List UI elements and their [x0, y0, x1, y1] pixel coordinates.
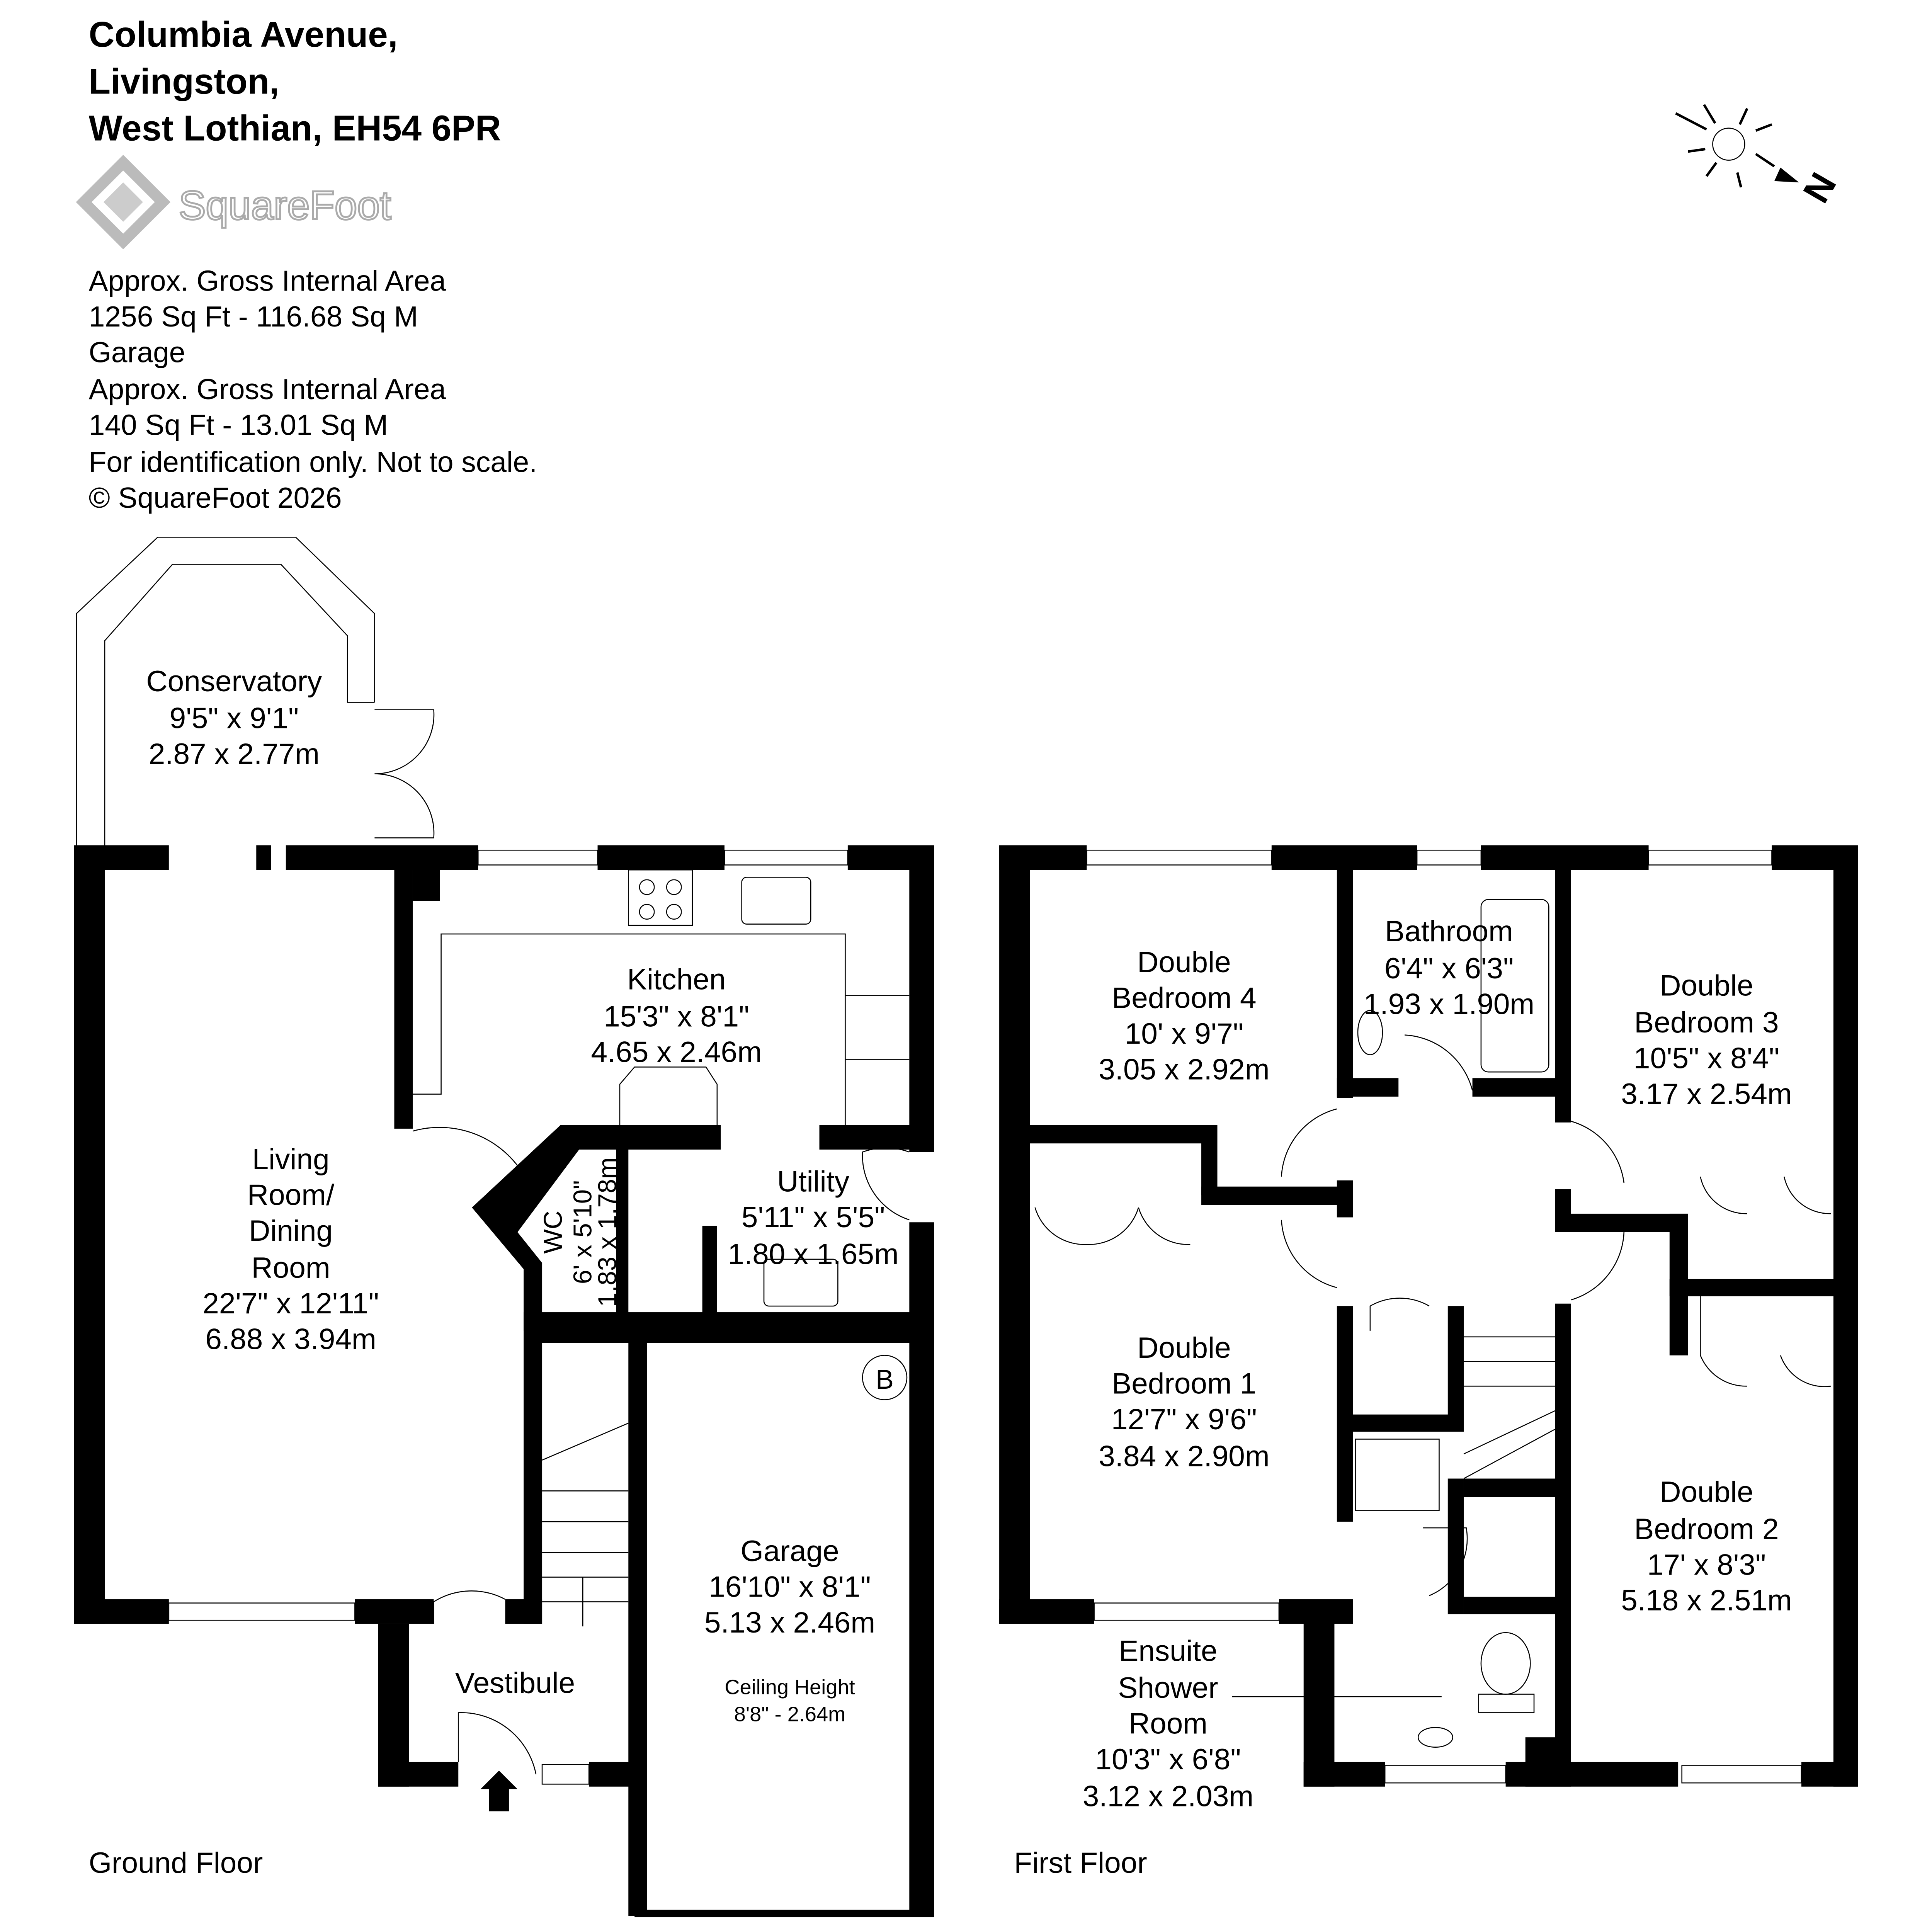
room-name: Utility [777, 1165, 850, 1198]
room-name: Bathroom [1385, 915, 1513, 948]
room-size-metric: 3.84 x 2.90m [1099, 1440, 1269, 1473]
room-name: Bedroom 3 [1634, 1006, 1779, 1039]
room-name: Living [252, 1143, 330, 1176]
room-name: Double [1660, 969, 1753, 1002]
room-size-imperial: 10' x 9'7" [1125, 1017, 1243, 1050]
first-floor-label: First Floor [1014, 1847, 1147, 1879]
room-name: Room/ [247, 1179, 335, 1212]
room-name: Vestibule [455, 1667, 575, 1699]
room-name: Bedroom 4 [1112, 981, 1256, 1014]
room-size-imperial: 10'3" x 6'8" [1095, 1743, 1241, 1776]
room-size-imperial: 15'3" x 8'1" [604, 1000, 749, 1033]
room-name: Garage [740, 1535, 839, 1568]
address-line-2: Livingston, [89, 61, 279, 101]
room-double-bedroom-3: Double Bedroom 3 10'5" x 8'4" 3.17 x 2.5… [1621, 969, 1792, 1111]
room-size-imperial: 17' x 8'3" [1647, 1548, 1766, 1581]
room-name: Room [1129, 1708, 1208, 1740]
room-name: Bedroom 1 [1112, 1367, 1256, 1400]
room-double-bedroom-2: Double Bedroom 2 17' x 8'3" 5.18 x 2.51m [1621, 1476, 1792, 1617]
compass-north-label: N [1795, 166, 1844, 209]
ceiling-height-value: 8'8" - 2.64m [734, 1703, 846, 1726]
address-header: Columbia Avenue, Livingston, West Lothia… [89, 14, 501, 148]
room-living-dining: Living Room/ Dining Room 22'7" x 12'11" … [202, 1143, 379, 1356]
room-size-imperial: 10'5" x 8'4" [1634, 1042, 1779, 1075]
room-name: Double [1660, 1476, 1753, 1509]
address-line-3: West Lothian, EH54 6PR [89, 108, 501, 148]
room-name: Bedroom 2 [1634, 1513, 1779, 1546]
room-name: Room [251, 1252, 330, 1284]
address-line-1: Columbia Avenue, [89, 14, 398, 54]
area-info: Approx. Gross Internal Area 1256 Sq Ft -… [89, 265, 537, 514]
room-size-metric: 3.12 x 2.03m [1083, 1780, 1253, 1813]
room-bathroom: Bathroom 6'4" x 6'3" 1.93 x 1.90m [1364, 915, 1534, 1020]
ground-floor-label: Ground Floor [89, 1847, 263, 1879]
room-size-imperial: 22'7" x 12'11" [202, 1287, 379, 1320]
first-floor-plan: Double Bedroom 4 10' x 9'7" 3.05 x 2.92m… [999, 845, 1858, 1879]
room-name: Double [1137, 1332, 1231, 1364]
room-name: Kitchen [627, 963, 726, 996]
room-vestibule: Vestibule [455, 1667, 575, 1699]
room-size-metric: 6.88 x 3.94m [205, 1323, 376, 1356]
room-size-metric: 3.17 x 2.54m [1621, 1078, 1792, 1111]
info-line: For identification only. Not to scale. [89, 446, 537, 478]
room-kitchen: Kitchen 15'3" x 8'1" 4.65 x 2.46m [591, 963, 762, 1069]
brand-name: SquareFoot [179, 183, 391, 228]
room-utility: Utility 5'11" x 5'5" 1.80 x 1.65m [728, 1165, 898, 1271]
ceiling-height-label: Ceiling Height [724, 1676, 855, 1699]
room-size-imperial: 5'11" x 5'5" [742, 1201, 885, 1234]
info-line: 140 Sq Ft - 13.01 Sq M [89, 409, 388, 441]
room-size-metric: 1.80 x 1.65m [728, 1238, 898, 1271]
room-size-imperial: 12'7" x 9'6" [1111, 1403, 1257, 1436]
room-size-metric: 4.65 x 2.46m [591, 1036, 762, 1069]
room-name: Ensuite [1119, 1634, 1217, 1667]
info-line: © SquareFoot 2026 [89, 481, 342, 514]
ground-floor-plan: B Conservatory 9'5" x 9'1" 2.87 x 2.77m … [74, 537, 934, 1917]
room-size-metric: 3.05 x 2.92m [1099, 1053, 1269, 1086]
room-name: Double [1137, 946, 1231, 979]
room-size-metric: 1.83 x 1.78m [593, 1157, 622, 1307]
room-wc: WC 6' x 5'10" 1.83 x 1.78m [539, 1157, 622, 1307]
info-line: 1256 Sq Ft - 116.68 Sq M [89, 300, 418, 333]
room-size-imperial: 6' x 5'10" [568, 1180, 597, 1284]
room-name: Conservatory [146, 665, 322, 698]
info-line: Garage [89, 336, 185, 369]
room-name: WC [539, 1211, 568, 1254]
room-size-metric: 1.93 x 1.90m [1364, 988, 1534, 1020]
room-size-metric: 2.87 x 2.77m [149, 738, 320, 770]
info-line: Approx. Gross Internal Area [89, 373, 446, 405]
squarefoot-logo: SquareFoot [76, 155, 392, 250]
room-ensuite-shower-room: Ensuite Shower Room 10'3" x 6'8" 3.12 x … [1083, 1634, 1253, 1813]
room-double-bedroom-1: Double Bedroom 1 12'7" x 9'6" 3.84 x 2.9… [1099, 1332, 1269, 1473]
room-name: Shower [1118, 1672, 1218, 1704]
room-size-imperial: 6'4" x 6'3" [1384, 952, 1514, 985]
room-size-metric: 5.13 x 2.46m [704, 1606, 875, 1639]
room-size-metric: 5.18 x 2.51m [1621, 1584, 1792, 1617]
compass-sun-icon: N [1675, 104, 1844, 209]
boiler-label: B [876, 1364, 894, 1395]
room-conservatory: Conservatory 9'5" x 9'1" 2.87 x 2.77m [146, 665, 322, 770]
room-size-imperial: 16'10" x 8'1" [709, 1571, 871, 1604]
room-size-imperial: 9'5" x 9'1" [170, 702, 299, 735]
room-garage: Garage 16'10" x 8'1" 5.13 x 2.46m Ceilin… [704, 1535, 875, 1726]
room-double-bedroom-4: Double Bedroom 4 10' x 9'7" 3.05 x 2.92m [1099, 946, 1269, 1086]
info-line: Approx. Gross Internal Area [89, 265, 446, 297]
room-name: Dining [249, 1214, 333, 1247]
